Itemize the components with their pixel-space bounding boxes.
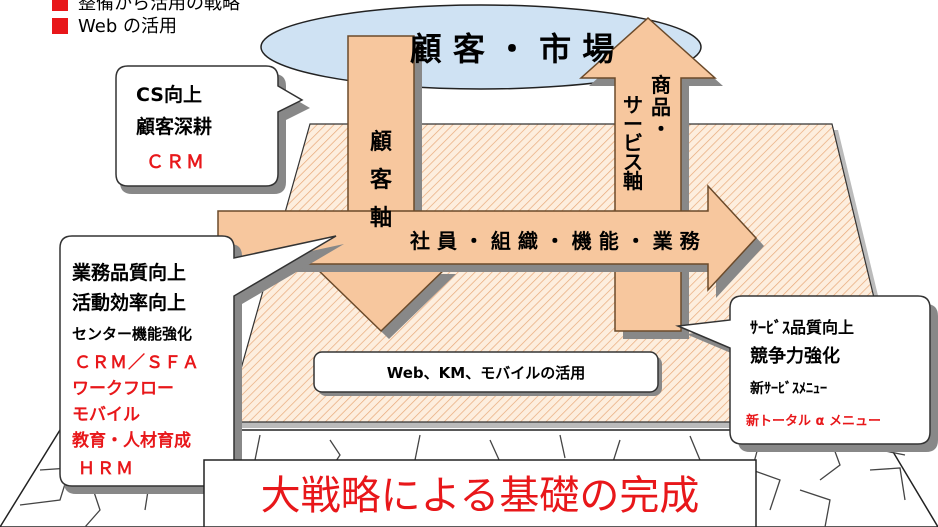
new-service-menu-text: 新ｻｰﾋﾞｽﾒﾆｭｰ <box>750 381 827 397</box>
workflow-text: ワークフロー <box>72 379 174 399</box>
customer-axis-label: 顧 客 軸 <box>369 130 392 231</box>
customer-market-label: 顧 客 ・ 市 場 <box>409 30 615 68</box>
customer-deepening-text: 顧客深耕 <box>136 116 213 138</box>
new-total-alpha-menu-text: 新トータル α メニュー <box>746 414 881 429</box>
competitiveness-text: 競争力強化 <box>750 346 840 367</box>
service-axis-label: サ ー ビ ス 軸 <box>623 93 643 193</box>
red-square-bullet-icon <box>52 0 68 11</box>
service-quality-text: ｻｰﾋﾞｽ品質向上 <box>750 318 855 337</box>
red-square-bullet-icon <box>52 18 68 34</box>
business-quality-text: 業務品質向上 <box>72 262 187 284</box>
product-axis-label: 商 品 ・ <box>651 73 671 141</box>
crm-sfa-text: ＣＲＭ／ＳＦＡ <box>74 353 200 373</box>
web-km-box <box>313 351 662 396</box>
callout-service <box>675 295 938 452</box>
education-text: 教育・人材育成 <box>72 431 191 451</box>
mobile-text: モバイル <box>72 405 140 425</box>
title-box <box>203 459 757 527</box>
product-service-axis-arrow <box>579 16 723 339</box>
cs-improvement-text: CS向上 <box>136 84 202 106</box>
crm-text: ＣＲＭ <box>146 152 206 173</box>
staff-organization-axis-arrow <box>217 184 764 298</box>
callout-cs <box>115 65 310 194</box>
web-km-mobile-text: Web、KM、モバイルの活用 <box>386 364 586 382</box>
center-function-text: センター機能強化 <box>72 325 193 343</box>
bullet-item: Web の活用 <box>52 12 177 38</box>
hrm-text: ＨＲＭ <box>78 459 135 479</box>
staff-axis-label: 社 員 ・ 組 織 ・ 機 能 ・ 業 務 <box>410 229 700 253</box>
activity-efficiency-text: 活動効率向上 <box>72 292 187 314</box>
bullet-item: 整備から活用の戦略 <box>52 0 240 15</box>
foundation-completion-title: 大戦略による基礎の完成 <box>260 473 700 519</box>
